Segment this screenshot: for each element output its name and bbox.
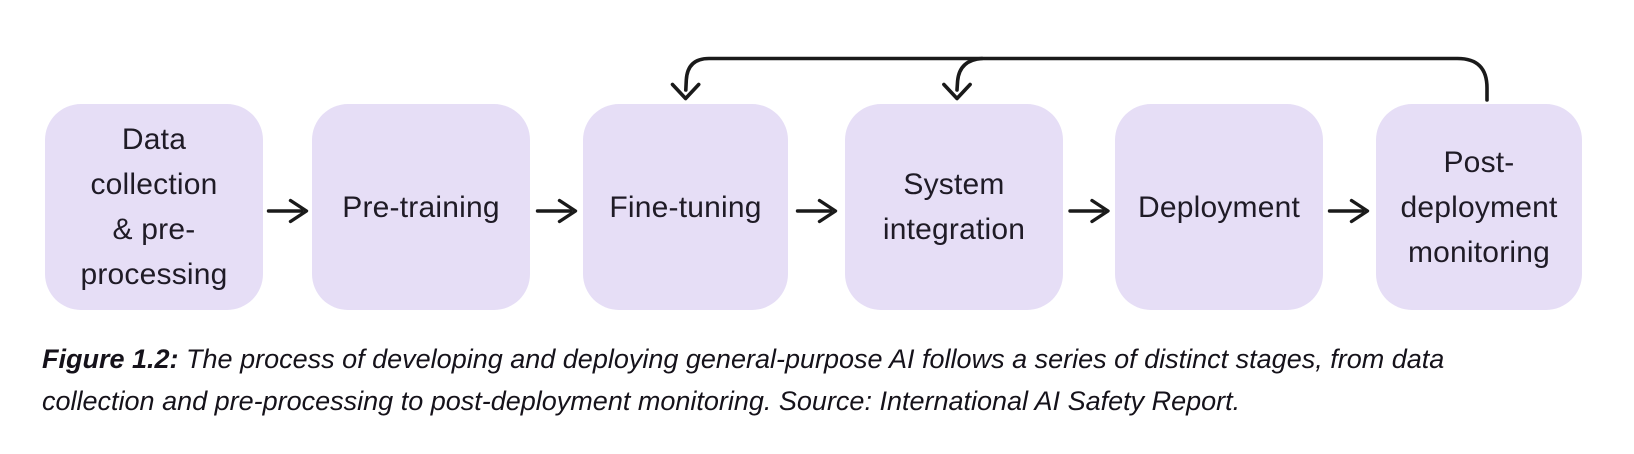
forward-arrow-icon xyxy=(1068,198,1110,224)
feedback-arrow-icon xyxy=(942,56,984,101)
forward-arrow-icon xyxy=(266,198,309,224)
figure-caption: Figure 1.2: The process of developing an… xyxy=(42,338,1627,422)
forward-arrow-icon xyxy=(535,198,578,224)
stage-box-pre-training: Pre-training xyxy=(312,104,530,310)
stage-box-deployment: Deployment xyxy=(1115,104,1323,310)
figure-caption-line-1: The process of developing and deploying … xyxy=(186,344,1445,374)
stage-label: Fine-tuning xyxy=(609,190,762,224)
stage-label: Post- deployment monitoring xyxy=(1400,145,1558,269)
stage-label: Data collection & pre- processing xyxy=(80,123,228,291)
figure-caption-line-2: collection and pre-processing to post-de… xyxy=(42,386,1241,416)
stage-box-fine-tuning: Fine-tuning xyxy=(583,104,788,310)
stage-label: Deployment xyxy=(1137,190,1301,224)
stage-box-post-deployment-monitoring: Post- deployment monitoring xyxy=(1376,104,1582,310)
forward-arrow-icon xyxy=(1327,198,1370,224)
forward-arrow-icon xyxy=(795,198,838,224)
figure-caption-label: Figure 1.2: xyxy=(42,344,179,374)
stage-label: System integration xyxy=(882,168,1026,246)
feedback-arrow-icon xyxy=(670,56,1489,102)
stage-box-system-integration: System integration xyxy=(845,104,1063,310)
stage-box-data-collection: Data collection & pre- processing xyxy=(45,104,263,310)
stage-label: Pre-training xyxy=(342,190,500,224)
